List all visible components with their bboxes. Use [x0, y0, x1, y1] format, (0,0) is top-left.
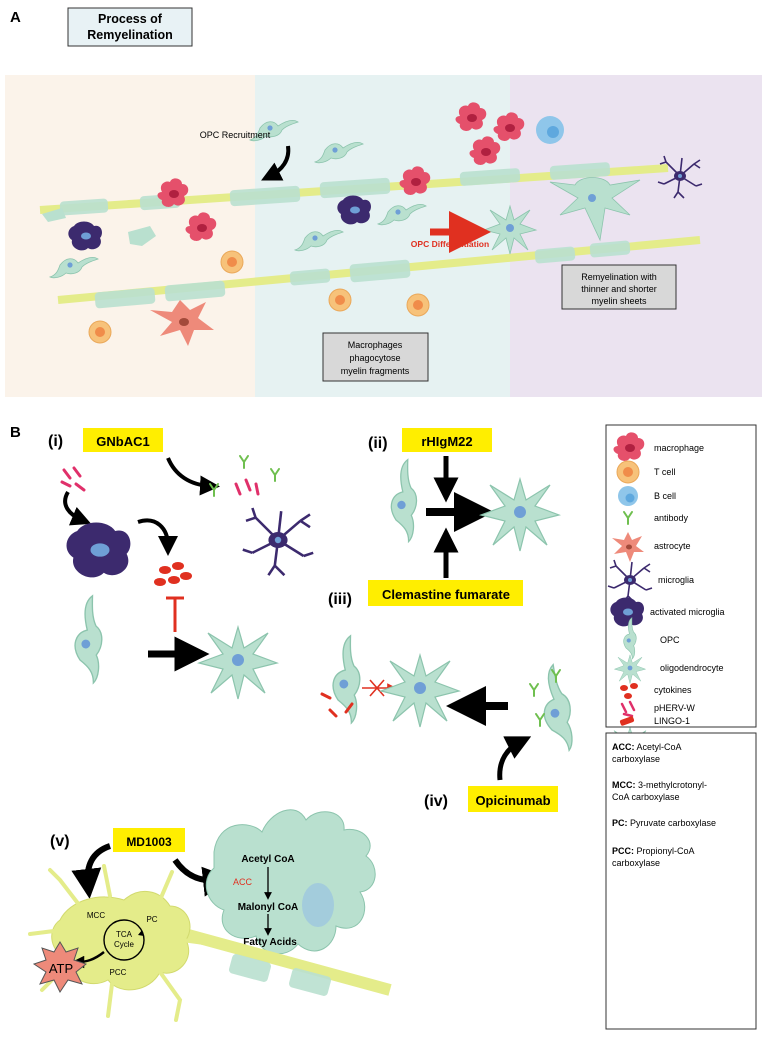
legend-text-microglia: microglia — [658, 575, 694, 585]
malonyl-coa-label: Malonyl CoA — [238, 902, 299, 913]
legend-text-opc: OPC — [660, 635, 680, 645]
lingo1-markers — [320, 692, 354, 718]
legend-text-lingo-1: LINGO-1 — [654, 716, 690, 726]
legend-text-tcell: T cell — [654, 467, 675, 477]
abbr-pc-line1: PC: Pyruvate carboxylase — [612, 818, 716, 828]
tca-line2: Cycle — [114, 940, 135, 949]
acetyl-coa-label: Acetyl CoA — [241, 854, 294, 865]
legend-text-antibody: antibody — [654, 513, 689, 523]
legend-text-oligodendrocyte: oligodendrocyte — [660, 663, 724, 673]
label-ii: (ii) — [368, 435, 388, 452]
abbr-mcc-line1: MCC: 3-methylcrotonyl- — [612, 780, 707, 790]
gnbac1-arrow — [166, 457, 220, 496]
axon-v — [168, 924, 392, 996]
panel-a-title-line2: Remyelination — [87, 28, 172, 42]
opicinumab-box — [468, 786, 558, 812]
legend-text-cytokines: cytokines — [654, 685, 692, 695]
legend-text-astrocyte: astrocyte — [654, 541, 691, 551]
tca-cycle — [103, 919, 145, 961]
remyelination-line1: Remyelination with — [581, 272, 657, 282]
panel-b-letter: B — [10, 424, 21, 441]
abbr-acc-line1: ACC: Acetyl-CoA — [612, 742, 682, 752]
myelin-axon-upper — [39, 162, 669, 216]
remyelination-line2: thinner and shorter — [581, 284, 657, 294]
clemastine-label: Clemastine fumarate — [382, 587, 510, 602]
abbr-pcc-line1: PCC: Propionyl-CoA — [612, 846, 695, 856]
abbr-acc-line2: carboxylase — [612, 754, 660, 764]
myelin-sheath-v — [228, 954, 272, 982]
legend-icon-astrocyte — [612, 532, 644, 562]
tca-line1: TCA — [116, 930, 133, 939]
myelin-fragment — [42, 208, 66, 222]
remyelination-box — [561, 264, 677, 310]
panel-a-title-box — [67, 7, 193, 47]
legend-text-bcell: B cell — [654, 491, 676, 501]
cytokines-cluster — [154, 562, 192, 586]
opicinumab-label: Opicinumab — [475, 793, 550, 808]
blocked-arrow — [362, 679, 397, 697]
legend-text-macrophage: macrophage — [654, 443, 704, 453]
gnbac1-label: GNbAC1 — [96, 434, 149, 449]
legend-text-pherv-w: pHERV-W — [654, 703, 695, 713]
pc-label: PC — [146, 915, 157, 924]
abbreviations-box — [605, 732, 757, 1030]
astrocyte-cell — [150, 300, 214, 346]
legend-text-activated-microglia: activated microglia — [650, 607, 725, 617]
rhigm22-label: rHIgM22 — [421, 434, 472, 449]
opicinumab-arrow — [497, 736, 532, 781]
md1003-label: MD1003 — [126, 835, 172, 849]
gnbac1-box — [83, 428, 163, 452]
microglia-cytokine-arrow — [137, 518, 178, 556]
oligodendrocyte-v — [205, 809, 376, 955]
mcc-label: MCC — [87, 911, 105, 920]
mature-oligodendrocyte — [549, 177, 641, 242]
label-v: (v) — [50, 833, 70, 850]
legend-icon-lingo-1 — [619, 716, 635, 726]
myelin-fragment — [128, 226, 156, 246]
acc-label: ACC — [233, 877, 253, 887]
pherv-w-icon — [60, 466, 260, 496]
rhigm22-box — [402, 428, 492, 452]
panel-a-letter: A — [10, 9, 21, 26]
label-iii: (iii) — [328, 591, 352, 608]
abbr-mcc-line2: CoA carboxylase — [612, 792, 680, 802]
opc-differentiation-label: OPC Differentiation — [411, 239, 489, 249]
abbr-pcc-line2: carboxylase — [612, 858, 660, 868]
md1003-box — [113, 828, 185, 852]
macrophages-line3: myelin fragments — [341, 366, 410, 376]
md1003-to-axon-arrow — [71, 843, 112, 899]
atp-label: ATP — [49, 961, 73, 976]
legend-icon-bcell — [618, 486, 638, 506]
macrophages-box — [322, 332, 429, 382]
clemastine-box — [368, 580, 523, 606]
fatty-acids-label: Fatty Acids — [243, 937, 297, 948]
legend-icon-pherv-w — [620, 700, 636, 718]
legend-icon-tcell — [616, 460, 640, 484]
opc-recruitment-arrow — [261, 145, 291, 181]
pherv-to-microglia-arrow — [63, 490, 92, 526]
pcc-label: PCC — [110, 968, 127, 977]
myelin-sheath-v — [288, 968, 332, 996]
panel-a-title-line1: Process of — [98, 12, 163, 26]
remyelination-line3: myelin sheets — [591, 296, 647, 306]
myelin-axon-lower — [57, 236, 701, 309]
macrophages-line2: phagocytose — [349, 353, 400, 363]
legend-icon-cytokines — [620, 683, 638, 699]
label-iv: (iv) — [424, 793, 448, 810]
macrophages-line1: Macrophages — [348, 340, 403, 350]
label-i: (i) — [48, 433, 63, 450]
b-cell — [536, 116, 564, 144]
opc-recruitment-label: OPC Recruitment — [200, 130, 271, 140]
atp-burst — [32, 941, 88, 993]
